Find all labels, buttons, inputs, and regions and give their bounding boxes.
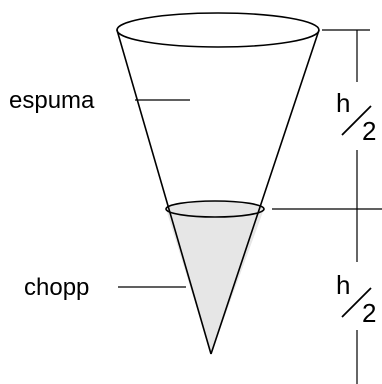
foam-label: espuma <box>9 87 95 114</box>
liquid-surface <box>165 200 265 218</box>
cone-right-side <box>210 29 320 355</box>
lower-fraction-denominator: 2 <box>362 298 376 328</box>
lower-fraction-numerator: h <box>336 270 350 300</box>
beer-label: chopp <box>24 274 89 301</box>
cone-left-side <box>116 29 212 355</box>
upper-fraction-denominator: 2 <box>362 116 376 146</box>
upper-fraction-slash <box>341 105 372 136</box>
beer-surface-fill <box>166 201 264 217</box>
cone-top-rim <box>116 12 320 48</box>
lower-fraction-slash <box>341 287 372 318</box>
upper-fraction-numerator: h <box>336 88 350 118</box>
beer-fill <box>166 209 264 354</box>
